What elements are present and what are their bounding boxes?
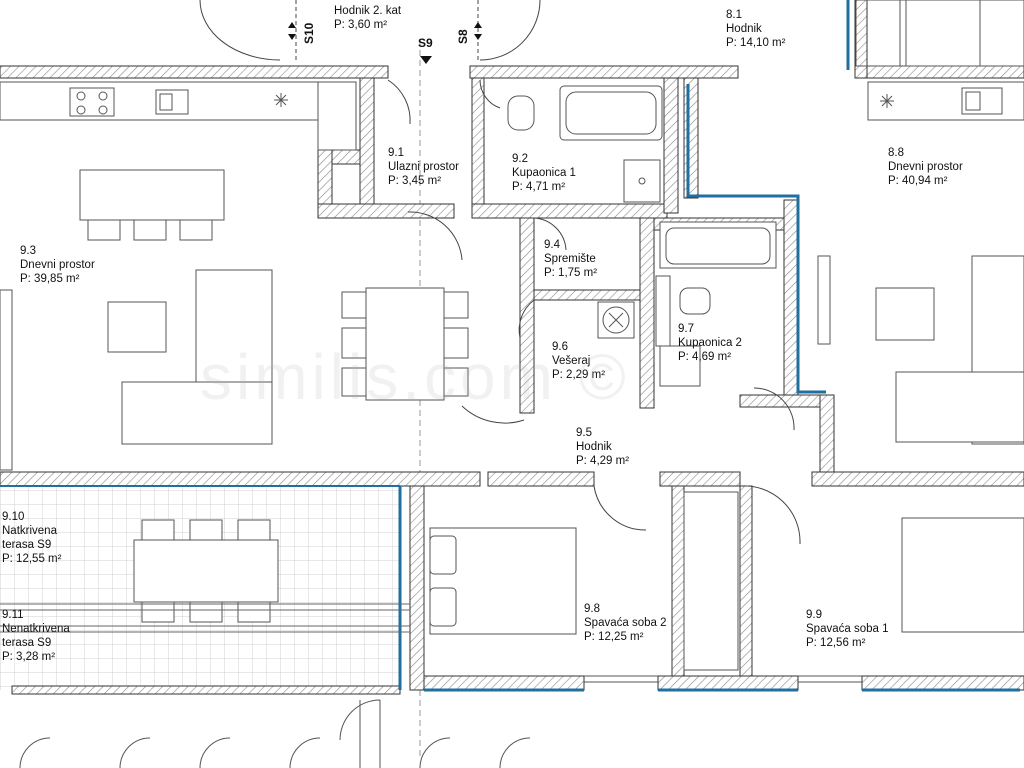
dining-table — [79, 169, 225, 241]
center-table — [341, 287, 469, 401]
living-right — [817, 255, 1024, 445]
terrace-railing — [0, 603, 410, 633]
room-label-9-3: 9.3 Dnevni prostor P: 39,85 m² — [20, 245, 95, 285]
room-label-9-11: 9.11 Nenatkrivena terasa S9 P: 3,28 m² — [2, 609, 70, 663]
bathroom-2-fixtures — [655, 221, 777, 387]
section-marker-s10: S10 — [302, 22, 316, 44]
sofa — [107, 269, 273, 445]
room-label-9-9: 9.9 Spavaća soba 1 P: 12,56 m² — [806, 609, 889, 649]
section-marker-s8: S8 — [456, 29, 470, 44]
section-marker-s8-arrow — [474, 22, 482, 40]
room-label-8-8: 8.8 Dnevni prostor P: 40,94 m² — [888, 147, 963, 187]
bathroom-1-fixtures — [507, 85, 663, 203]
walls — [0, 0, 1024, 695]
room-label-9-1: 9.1 Ulazni prostor P: 3,45 m² — [388, 147, 459, 187]
room-label-9-10: 9.10 Natkrivena terasa S9 P: 12,55 m² — [2, 511, 62, 565]
room-label-8-1: 8.1 Hodnik P: 14,10 m² — [726, 9, 786, 49]
room-label-9-7: 9.7 Kupaonica 2 P: 4,69 m² — [678, 323, 742, 363]
section-marker-s9-arrow — [420, 56, 432, 64]
room-label-9-5: 9.5 Hodnik P: 4,29 m² — [576, 427, 630, 467]
section-marker-s9: S9 — [418, 36, 433, 50]
watermark: similis.com © — [200, 341, 630, 413]
bed-1 — [683, 491, 1024, 671]
bed-2 — [429, 527, 577, 635]
kitchen-right — [855, 0, 1024, 121]
section-marker-s10-arrow — [288, 22, 296, 40]
room-label-9-4: 9.4 Spremište P: 1,75 m² — [544, 239, 598, 279]
top-right-rooms — [899, 0, 1024, 67]
room-label-top-hodnik: Hodnik 2. kat P: 3,60 m² — [334, 5, 402, 31]
terrace-table — [133, 519, 279, 623]
kitchen — [0, 81, 357, 151]
washing-machine — [597, 301, 635, 339]
wall-cabinet — [0, 289, 13, 471]
room-label-9-6: 9.6 Vešeraj P: 2,29 m² — [552, 341, 606, 381]
room-label-9-8: 9.8 Spavaća soba 2 P: 12,25 m² — [584, 603, 667, 643]
door-swings — [387, 79, 801, 545]
accent-walls — [0, 0, 1020, 692]
bottom-windows — [19, 675, 862, 768]
room-label-9-2: 9.2 Kupaonica 1 P: 4,71 m² — [512, 153, 576, 193]
